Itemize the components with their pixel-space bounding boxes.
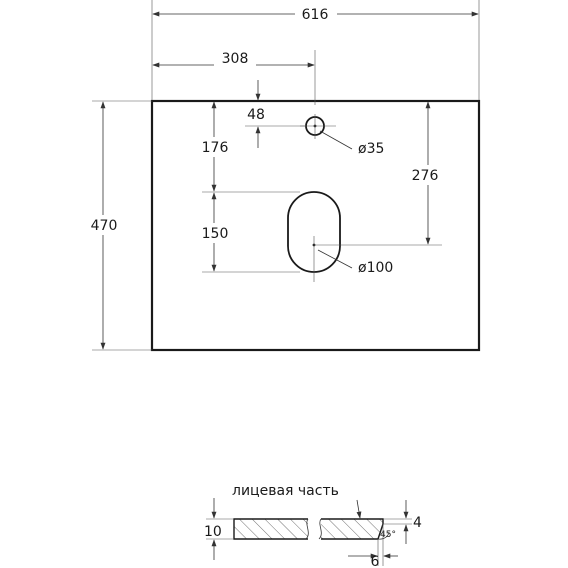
overall-width-label: 616 <box>302 7 329 23</box>
dim-overall-width: 616 <box>151 0 480 100</box>
dim-depth: 470 <box>84 100 152 351</box>
tap-to-sink-label: 176 <box>202 140 229 156</box>
dim-tap-offset: 48 <box>245 80 306 148</box>
bevel-width-label: 6 <box>371 554 380 568</box>
sink-length-label: 150 <box>202 226 229 242</box>
dim-half-width: 308 <box>152 49 315 68</box>
bevel-height-label: 4 <box>413 515 422 531</box>
tap-hole-diameter-label: ø35 <box>358 141 384 157</box>
countertop-outline <box>150 99 481 352</box>
tap-offset-label: 48 <box>247 107 265 123</box>
sink-width-diameter-label: ø100 <box>358 260 393 276</box>
countertop-top-view: 616 308 470 48 176 <box>84 0 481 352</box>
dim-edge-to-sink-center: 276 <box>314 101 450 246</box>
half-width-label: 308 <box>222 51 249 67</box>
edge-to-sink-center-label: 276 <box>412 168 439 184</box>
bevel-angle-label: 45° <box>380 530 396 540</box>
edge-section: 10 лицевая часть 4 45° 6 <box>204 483 422 568</box>
sink-cutout <box>287 191 353 282</box>
dim-sink-length: 150 <box>196 192 300 273</box>
tap-hole <box>300 114 353 150</box>
dim-tap-to-sink: 176 <box>196 101 300 193</box>
face-label: лицевая часть <box>232 483 339 499</box>
depth-label: 470 <box>91 218 118 234</box>
thickness-label: 10 <box>204 524 222 540</box>
